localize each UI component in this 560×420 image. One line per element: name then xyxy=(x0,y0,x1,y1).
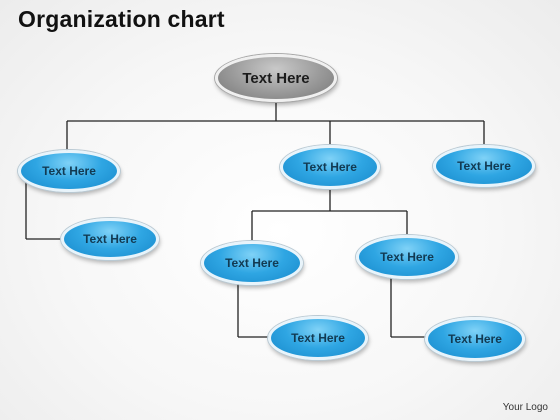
root-node: Text Here xyxy=(215,54,337,102)
root-node-label: Text Here xyxy=(242,69,310,87)
middle-left-report-node: Text Here xyxy=(268,316,368,360)
middle-left-report-label: Text Here xyxy=(291,331,345,345)
right-manager-label: Text Here xyxy=(457,159,511,173)
middle-right-lead-label: Text Here xyxy=(380,250,434,264)
right-manager-node: Text Here xyxy=(433,145,535,187)
middle-manager-node: Text Here xyxy=(280,145,380,189)
middle-right-report-label: Text Here xyxy=(448,332,502,346)
middle-left-lead-label: Text Here xyxy=(225,256,279,270)
left-manager-node: Text Here xyxy=(18,150,120,192)
footer-logo: Your Logo xyxy=(502,402,548,413)
page-title: Organization chart xyxy=(18,6,225,32)
middle-right-lead-node: Text Here xyxy=(356,235,458,279)
middle-left-lead-node: Text Here xyxy=(201,241,303,285)
left-report-label: Text Here xyxy=(83,232,137,246)
left-manager-label: Text Here xyxy=(42,164,96,178)
middle-right-report-node: Text Here xyxy=(425,317,525,361)
left-report-node: Text Here xyxy=(61,218,159,260)
middle-manager-label: Text Here xyxy=(303,160,357,174)
